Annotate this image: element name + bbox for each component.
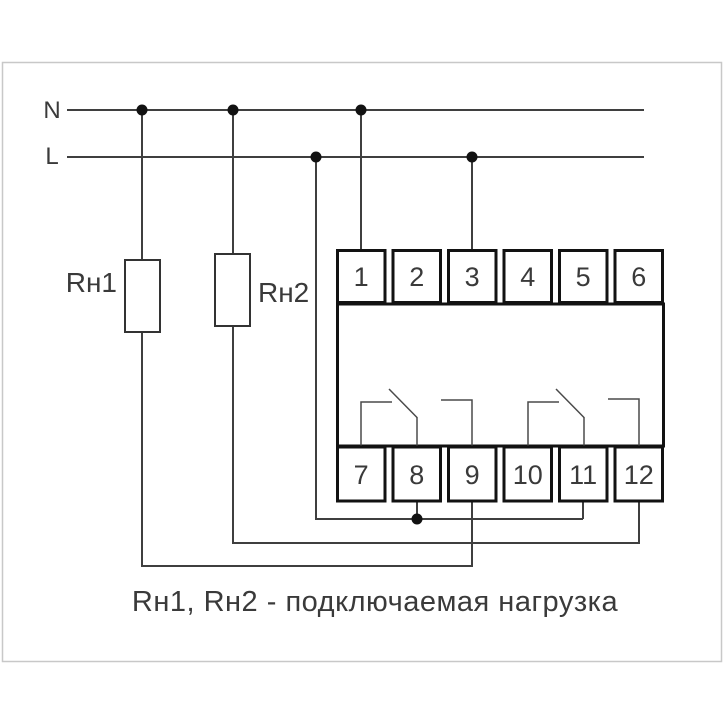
junction-dot-n-load2 (227, 104, 239, 116)
junction-dot-l-bus (310, 151, 322, 163)
wire-l-to-terminal-11-bus (315, 157, 583, 520)
terminal-8-cell (391, 445, 442, 503)
terminal-4-label: 4 (520, 262, 535, 292)
bottom-terminal-row: 7 8 9 10 11 12 (336, 445, 664, 503)
top-terminal-row: 1 2 3 4 5 6 (336, 249, 664, 304)
terminal-12-label: 12 (624, 460, 654, 490)
load1-resistor-symbol (124, 259, 161, 333)
neutral-rail-label: N (43, 97, 60, 124)
relay-contact-group-1 (360, 388, 473, 447)
contact2-common-arm (527, 401, 559, 447)
contact1-blade (388, 388, 418, 419)
terminal-6-label: 6 (631, 262, 646, 292)
terminal-8-label: 8 (409, 460, 424, 490)
terminal-11-label: 11 (569, 460, 597, 490)
contact1-no-lead (441, 399, 473, 447)
wire-load1-to-terminal-9 (141, 332, 473, 567)
diagram-frame (1, 61, 723, 663)
junction-dot-n-terminal1 (355, 104, 367, 116)
device-body (336, 302, 665, 448)
load2-resistor-symbol (214, 253, 251, 327)
load2-label: Rн2 (258, 277, 309, 308)
terminal-2-cell (391, 249, 442, 304)
terminal-4-cell (502, 249, 553, 304)
caption-text: Rн1, Rн2 - подключаемая нагрузка (132, 586, 619, 618)
wire-load2-to-terminal-12 (232, 326, 640, 544)
terminal-9-label: 9 (465, 460, 480, 490)
contact2-no-lead (608, 398, 640, 447)
terminal-12-cell (613, 445, 664, 503)
terminal-6-cell (613, 249, 664, 304)
terminal-5-label: 5 (576, 262, 591, 292)
terminal-9-cell (447, 445, 498, 503)
relay-contact-group-2 (527, 388, 640, 447)
terminal-3-cell (447, 249, 498, 304)
terminal-1-label: 1 (354, 262, 369, 292)
terminal-5-cell (558, 249, 609, 304)
junction-dot-l-terminal3 (466, 151, 478, 163)
junction-dot-n-load1 (136, 104, 148, 116)
terminal-10-label: 10 (513, 460, 543, 490)
terminal-2-label: 2 (409, 262, 424, 292)
terminal-3-label: 3 (465, 262, 480, 292)
terminal-10-cell (502, 445, 553, 503)
junction-dot-terminal8-bus (411, 513, 423, 525)
load1-label: Rн1 (66, 267, 117, 298)
contact2-blade (555, 388, 585, 419)
terminal-7-cell (336, 445, 387, 503)
terminal-1-cell (336, 249, 387, 304)
contact1-common-arm (360, 401, 392, 447)
terminal-11-cell (558, 445, 609, 503)
phase-rail-label: L (45, 143, 58, 170)
terminal-7-label: 7 (354, 460, 369, 490)
